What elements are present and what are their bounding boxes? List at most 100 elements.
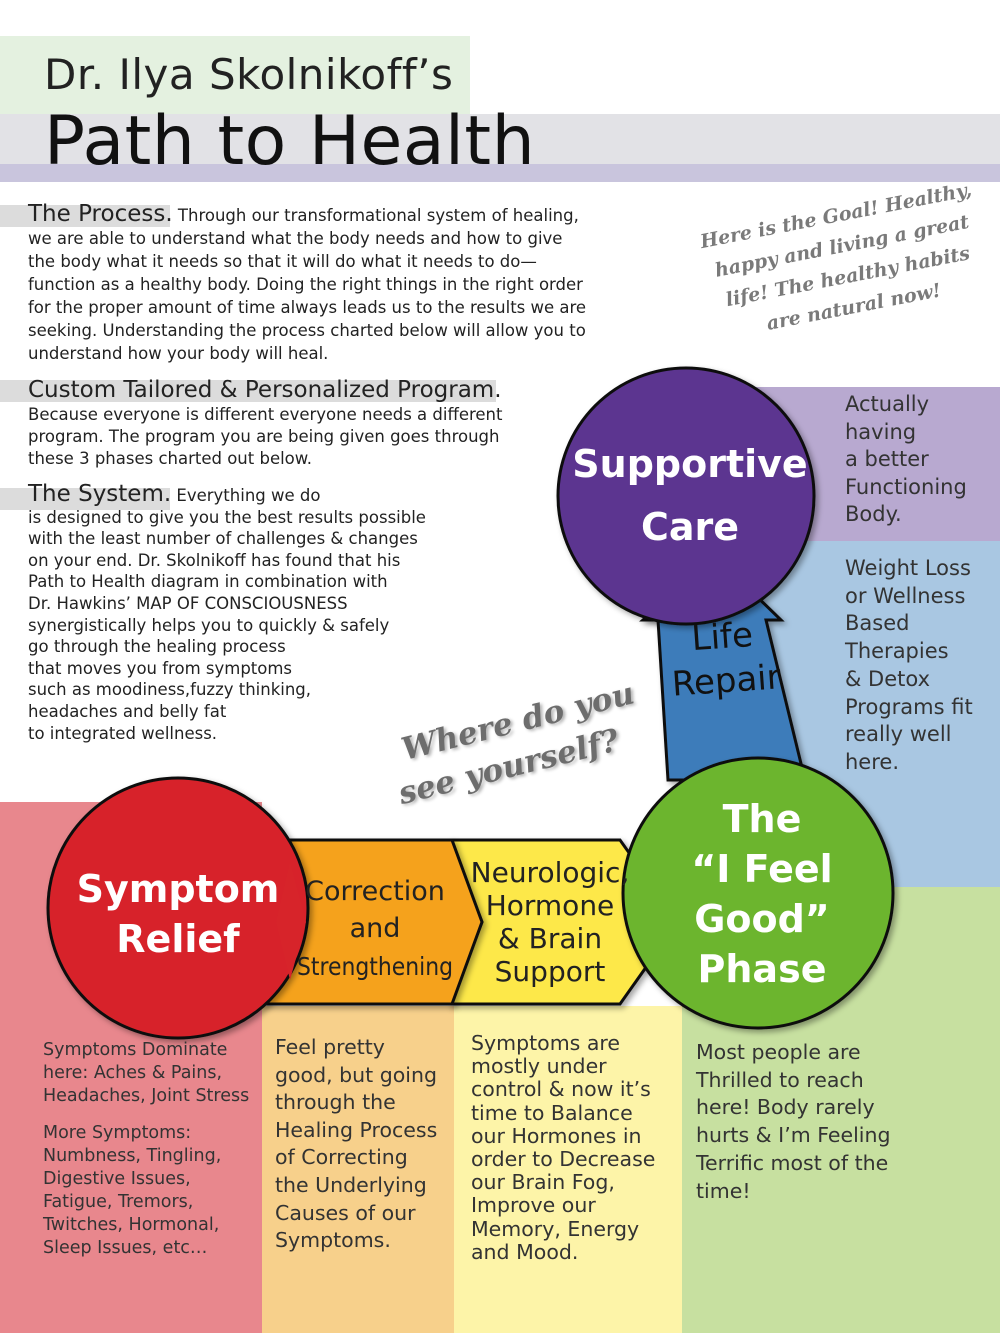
column-line: Digestive Issues,: [43, 1169, 191, 1189]
column-line: Symptoms.: [275, 1228, 391, 1253]
feel-good-label: The “I Feel Good” Phase: [691, 797, 832, 991]
column-line: Most people are: [696, 1040, 861, 1064]
symptom-relief-text: Symptom: [77, 867, 280, 911]
column-line: Thrilled to reach: [696, 1067, 864, 1092]
side-note-line: Programs fit: [845, 694, 973, 719]
system-line: go through the healing process: [28, 637, 286, 657]
peach-panel: [262, 1006, 454, 1333]
column-feel-good: Most people are Thrilled to reach here! …: [696, 1039, 891, 1205]
column-line: hurts & I’m Feeling: [696, 1123, 891, 1148]
column-line: good, but going: [275, 1062, 437, 1087]
column-line: mostly under: [471, 1054, 607, 1079]
column-line: time to Balance: [471, 1100, 633, 1125]
neuro-text: Support: [495, 955, 606, 988]
header-subtitle: Dr. Ilya Skolnikoff’s: [44, 50, 454, 99]
process-line: function as a healthy body. Doing the ri…: [28, 275, 583, 294]
feel-good-circle: [621, 756, 895, 1030]
process-paragraph: The Process. Through our transformationa…: [28, 203, 588, 365]
system-line: that moves you from symptoms: [28, 658, 293, 678]
column-correction: Feel pretty good, but going through the …: [275, 1034, 437, 1255]
column-line: Sleep Issues, etc…: [43, 1238, 208, 1258]
column-line: Causes of our: [275, 1200, 416, 1225]
custom-heading: Custom Tailored & Personalized Program.: [28, 377, 502, 403]
life-repair-label: Life Repair: [671, 615, 782, 705]
process-head-bar: [0, 205, 170, 227]
system-line: synergistically helps you to quickly & s…: [28, 615, 390, 635]
neuro-text: Neurologic,: [471, 856, 630, 889]
side-note-line: having: [845, 419, 917, 444]
symptom-relief-label: Symptom Relief: [77, 867, 280, 961]
custom-line: program. The program you are being given…: [28, 427, 500, 446]
symptom-relief-circle: [46, 776, 310, 1040]
system-line: is designed to give you the best results…: [28, 507, 426, 527]
custom-line: these 3 phases charted out below.: [28, 449, 313, 468]
title-band-bottom: [0, 114, 1000, 164]
column-line: Symptoms are: [471, 1031, 621, 1055]
yellow-panel: [454, 1006, 682, 1333]
side-note-line: here.: [845, 749, 899, 774]
column-line: here! Body rarely: [696, 1095, 875, 1120]
process-line: for the proper amount of time always lea…: [28, 298, 587, 317]
side-note-middle: Weight Loss or Wellness Based Therapies …: [845, 555, 973, 777]
life-repair-text: Life: [690, 615, 754, 659]
process-line: we are able to understand what the body …: [28, 229, 563, 248]
correction-text: Correction: [305, 876, 445, 907]
column-line: Improve our: [471, 1193, 596, 1218]
side-note-line: Weight Loss: [845, 556, 971, 580]
column-line: Headaches, Joint Stress: [43, 1086, 250, 1106]
column-line: More Symptoms:: [43, 1123, 192, 1143]
feel-good-text: The: [723, 797, 802, 841]
column-line: the Underlying: [275, 1172, 427, 1197]
side-note-line: Body.: [845, 502, 902, 526]
neuro-text: & Brain: [498, 922, 602, 955]
feel-good-text: “I Feel: [691, 847, 832, 891]
supportive-care-text: Supportive: [572, 442, 807, 486]
supportive-care-label: Supportive Care: [572, 442, 807, 549]
column-line: Feel pretty: [275, 1035, 385, 1059]
column-line: control & now it’s: [471, 1077, 651, 1102]
feel-good-text: Phase: [698, 947, 827, 991]
process-line: the body what it needs so that it will d…: [28, 252, 537, 271]
symptom-relief-text: Relief: [116, 917, 240, 961]
column-line: order to Decrease: [471, 1147, 656, 1172]
custom-head-bar: [0, 380, 496, 402]
system-line: Everything we do: [176, 486, 321, 505]
title-band-stripe: [0, 164, 1000, 182]
feel-good-text: Good”: [694, 897, 830, 941]
side-note-line: Actually: [845, 392, 930, 416]
system-line: headaches and belly fat: [28, 701, 227, 721]
neuro-label: Neurologic, Hormone & Brain Support: [471, 856, 630, 988]
column-symptom-relief: Symptoms Dominate here: Aches & Pains, H…: [43, 1039, 249, 1260]
correction-label: Correction and Strengthening: [297, 876, 453, 981]
column-line: Fatigue, Tremors,: [43, 1192, 194, 1212]
neuro-text: Hormone: [486, 889, 615, 922]
system-paragraph: The System. Everything we do is designed…: [28, 481, 448, 744]
header-title: Path to Health: [44, 102, 536, 181]
correction-text: and: [350, 913, 401, 944]
column-line: our Hormones in: [471, 1123, 642, 1148]
side-note-line: & Detox: [845, 666, 931, 691]
column-line: Terrific most of the: [696, 1150, 889, 1175]
side-note-line: Functioning: [845, 474, 967, 499]
supportive-care-text: Care: [641, 505, 739, 549]
system-line: such as moodiness,fuzzy thinking,: [28, 680, 312, 700]
column-line: Symptoms Dominate: [43, 1040, 228, 1060]
column-line: Twitches, Hormonal,: [43, 1215, 220, 1235]
side-note-line: really well: [845, 722, 952, 747]
process-line: Through our transformational system of h…: [177, 206, 579, 225]
process-heading: The Process.: [28, 201, 173, 227]
custom-line: Because everyone is different everyone n…: [28, 405, 503, 424]
side-note-line: or Wellness: [845, 583, 966, 608]
column-line: through the: [275, 1090, 396, 1115]
system-heading: The System.: [28, 481, 172, 507]
system-line: to integrated wellness.: [28, 723, 218, 743]
column-line: Memory, Energy: [471, 1216, 640, 1241]
process-line: understand how your body will heal.: [28, 344, 329, 363]
column-line: Numbness, Tingling,: [43, 1146, 222, 1166]
column-line: of Correcting: [275, 1145, 408, 1170]
column-line: here: Aches & Pains,: [43, 1063, 223, 1083]
life-repair-text: Repair: [671, 657, 782, 704]
column-line: and Mood.: [471, 1239, 579, 1264]
symptom-arrow-tip: [276, 862, 306, 980]
